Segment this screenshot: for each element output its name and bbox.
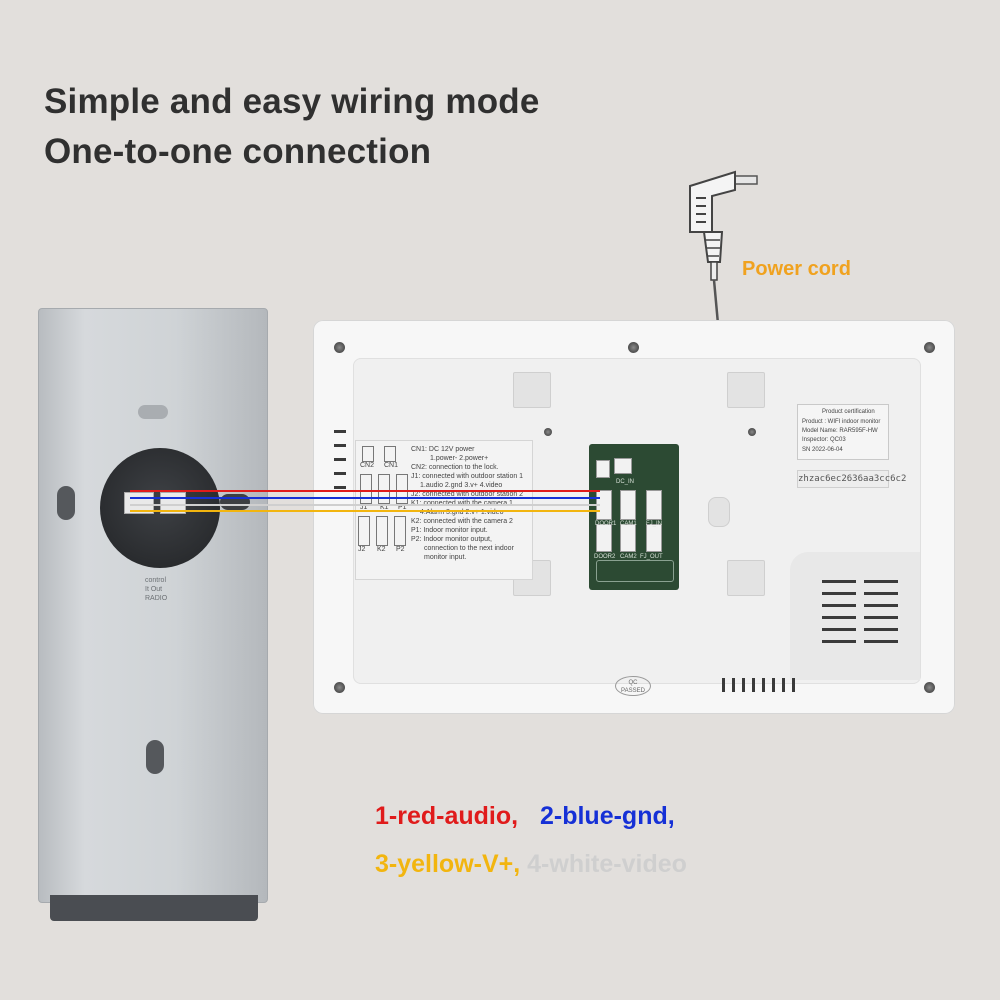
label-cn1: CN1 xyxy=(384,462,399,469)
screw-icon xyxy=(544,428,552,436)
wire-legend-row-1: 1-red-audio, 2-blue-gnd, xyxy=(375,802,675,831)
wire-legend-row-2: 3-yellow-V+, 4-white-video xyxy=(375,850,687,879)
label-line-9: P1: Indoor monitor input. xyxy=(411,527,488,534)
label-p1: P1 xyxy=(398,504,407,511)
screw-icon xyxy=(628,342,639,353)
label-line-1: 1.power- 2.power+ xyxy=(430,455,489,462)
label-cn2: CN2 xyxy=(360,462,375,469)
outdoor-text-out: It Out xyxy=(145,586,163,593)
legend-blue-gnd: 2-blue-gnd, xyxy=(539,802,675,830)
label-j2: J2 xyxy=(358,546,366,553)
pcb-label-cam1: CAM1 xyxy=(620,521,637,527)
product-certification-sticker xyxy=(797,404,889,460)
pcb-label-fj-out: FJ_OUT xyxy=(640,554,663,560)
label-line-3: J1: connected with outdoor station 1 xyxy=(411,473,524,480)
label-line-10: P2: Indoor monitor output, xyxy=(411,536,492,543)
pcb-terminal xyxy=(620,524,636,552)
pcb-silkscreen-outline xyxy=(596,560,674,582)
screw-icon xyxy=(924,342,935,353)
label-line-12: monitor input. xyxy=(424,554,467,561)
outdoor-mount-hole-bottom xyxy=(146,740,164,774)
label-line-5: J2: connected with outdoor station 2 xyxy=(411,491,524,498)
label-line-0: CN1: DC 12V power xyxy=(411,446,475,453)
qc-stamp-line-2: PASSED xyxy=(621,688,645,694)
power-cord-line xyxy=(712,279,720,325)
pcb-label-door2: DOOR2 xyxy=(594,554,616,560)
screw-icon xyxy=(334,682,345,693)
label-line-6: K1: connected with the camera 1 xyxy=(411,500,513,507)
outdoor-text-radio: RADIO xyxy=(145,595,168,602)
label-line-8: K2: connected with the camera 2 xyxy=(411,518,513,525)
cert-title: Product certification xyxy=(822,409,875,415)
outdoor-top-slot xyxy=(138,405,168,419)
outdoor-text-control: control xyxy=(145,577,167,584)
cert-product: Product : WIFI indoor monitor xyxy=(802,419,881,425)
screw-icon xyxy=(924,682,935,693)
power-cord-label: Power cord xyxy=(742,258,851,280)
pcb-label-cam2: CAM2 xyxy=(620,554,637,560)
pcb-label-dc-in: DC_IN xyxy=(616,479,635,485)
serial-number-sticker: zhzac6ec2636aa3cc6c2 xyxy=(797,470,906,488)
headline-line-1: Simple and easy wiring mode xyxy=(44,82,540,121)
legend-red-audio: 1-red-audio, xyxy=(375,802,519,830)
screw-icon xyxy=(748,428,756,436)
legend-white-video: 4-white-video xyxy=(527,850,687,878)
headline-line-2: One-to-one connection xyxy=(44,132,432,171)
pcb-terminal xyxy=(596,524,612,552)
pcb-terminal xyxy=(646,524,662,552)
cert-model: Model Name: RAR595F-HW xyxy=(802,428,878,434)
outdoor-station-base xyxy=(50,895,258,921)
outdoor-mount-hole-left xyxy=(57,486,75,520)
pcb-terminal xyxy=(596,460,610,478)
power-plug-icon xyxy=(689,170,758,281)
legend-yellow-v-plus: 3-yellow-V+, xyxy=(375,850,521,878)
label-line-2: CN2: connection to the lock. xyxy=(411,464,499,471)
cert-inspector: Inspector: QC03 xyxy=(802,437,846,443)
pcb-label-fj-in: FJ_IN xyxy=(646,521,663,527)
wall-hook-slot xyxy=(727,560,765,596)
label-line-7: 4.Alarm 3.gnd 2.v+ 1.video xyxy=(420,509,504,516)
label-k1: K1 xyxy=(380,504,389,511)
pcb-terminal xyxy=(620,490,636,520)
screw-icon xyxy=(334,342,345,353)
pcb-terminal xyxy=(646,490,662,520)
qc-passed-stamp: QC PASSED xyxy=(615,676,651,696)
pcb-terminal xyxy=(614,458,632,474)
wall-hook-slot xyxy=(727,372,765,408)
label-k2: K2 xyxy=(377,546,386,553)
label-j1: J1 xyxy=(360,504,368,511)
label-line-4: 1.audio 2.gnd 3.v+ 4.video xyxy=(420,482,503,489)
pcb-label-door1: DOOR1 xyxy=(595,521,617,527)
label-line-11: connection to the next indoor xyxy=(424,545,514,552)
wall-hook-slot xyxy=(513,372,551,408)
qc-stamp-line-1: QC xyxy=(628,680,638,686)
cert-sn: SN 2022-06-04 xyxy=(802,447,843,453)
center-hook xyxy=(708,497,730,527)
label-p2: P2 xyxy=(396,546,405,553)
